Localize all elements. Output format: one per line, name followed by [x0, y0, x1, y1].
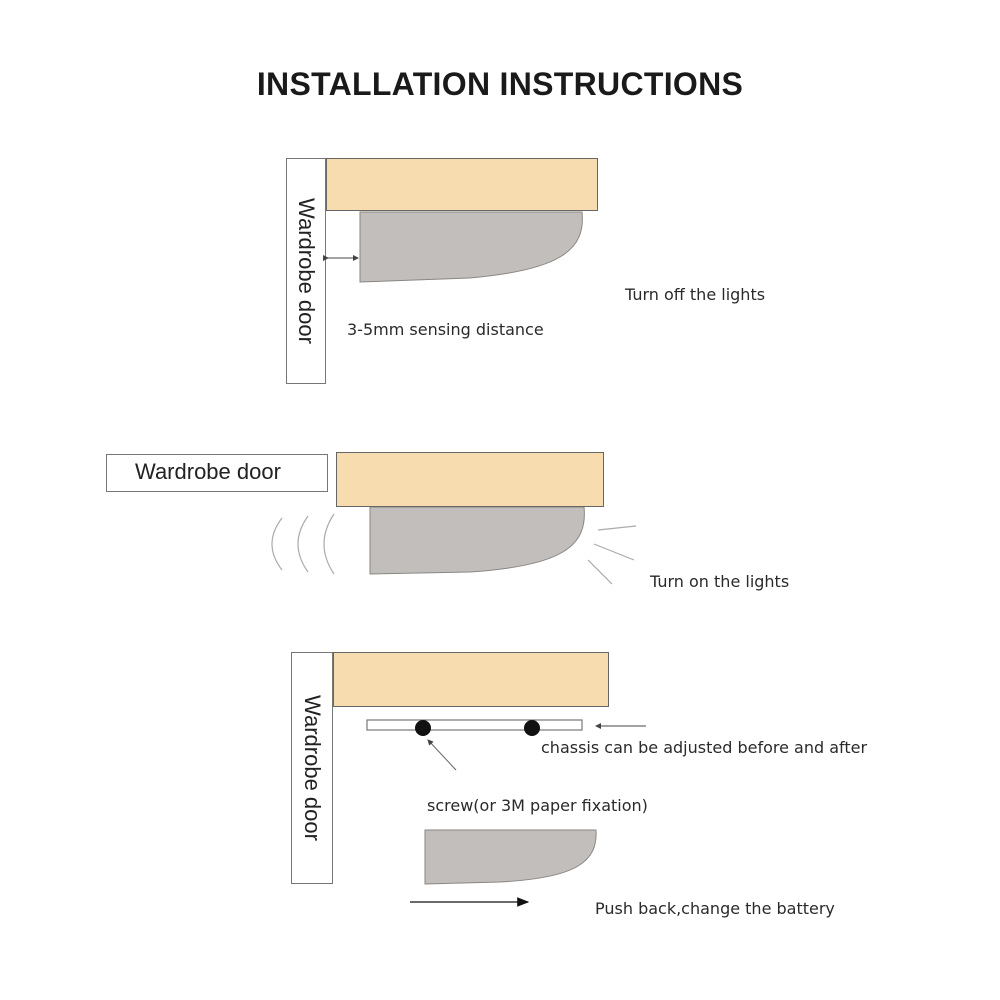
screw-dot-right [524, 720, 540, 736]
page-title: INSTALLATION INSTRUCTIONS [256, 66, 744, 102]
wardrobe-door-vertical-1: Wardrobe door [286, 158, 326, 384]
cabinet-shelf-3 [333, 652, 609, 707]
sensor-light-2 [369, 506, 585, 575]
screw-fixation-label: screw(or 3M paper fixation) [427, 796, 648, 815]
push-back-battery-label: Push back,change the battery [595, 899, 835, 918]
light-rays-icon [587, 525, 637, 585]
motion-waves-icon [271, 513, 335, 575]
sensor-light-3 [424, 829, 597, 885]
sensing-distance-label: 3-5mm sensing distance [347, 320, 544, 339]
turn-off-label: Turn off the lights [625, 285, 766, 304]
wardrobe-door-label: Wardrobe door [300, 695, 325, 841]
cabinet-shelf-1 [326, 158, 598, 211]
turn-on-label: Turn on the lights [650, 572, 790, 591]
chassis-adjust-label: chassis can be adjusted before and after [541, 738, 868, 757]
sensor-light-1 [359, 211, 583, 283]
cabinet-shelf-2 [336, 452, 604, 507]
screw-arrow [427, 739, 457, 771]
wardrobe-door-vertical-3: Wardrobe door [291, 652, 333, 884]
screw-dot-left [415, 720, 431, 736]
chassis-plate [366, 719, 583, 731]
wardrobe-door-horizontal-2: Wardrobe door [106, 454, 328, 492]
